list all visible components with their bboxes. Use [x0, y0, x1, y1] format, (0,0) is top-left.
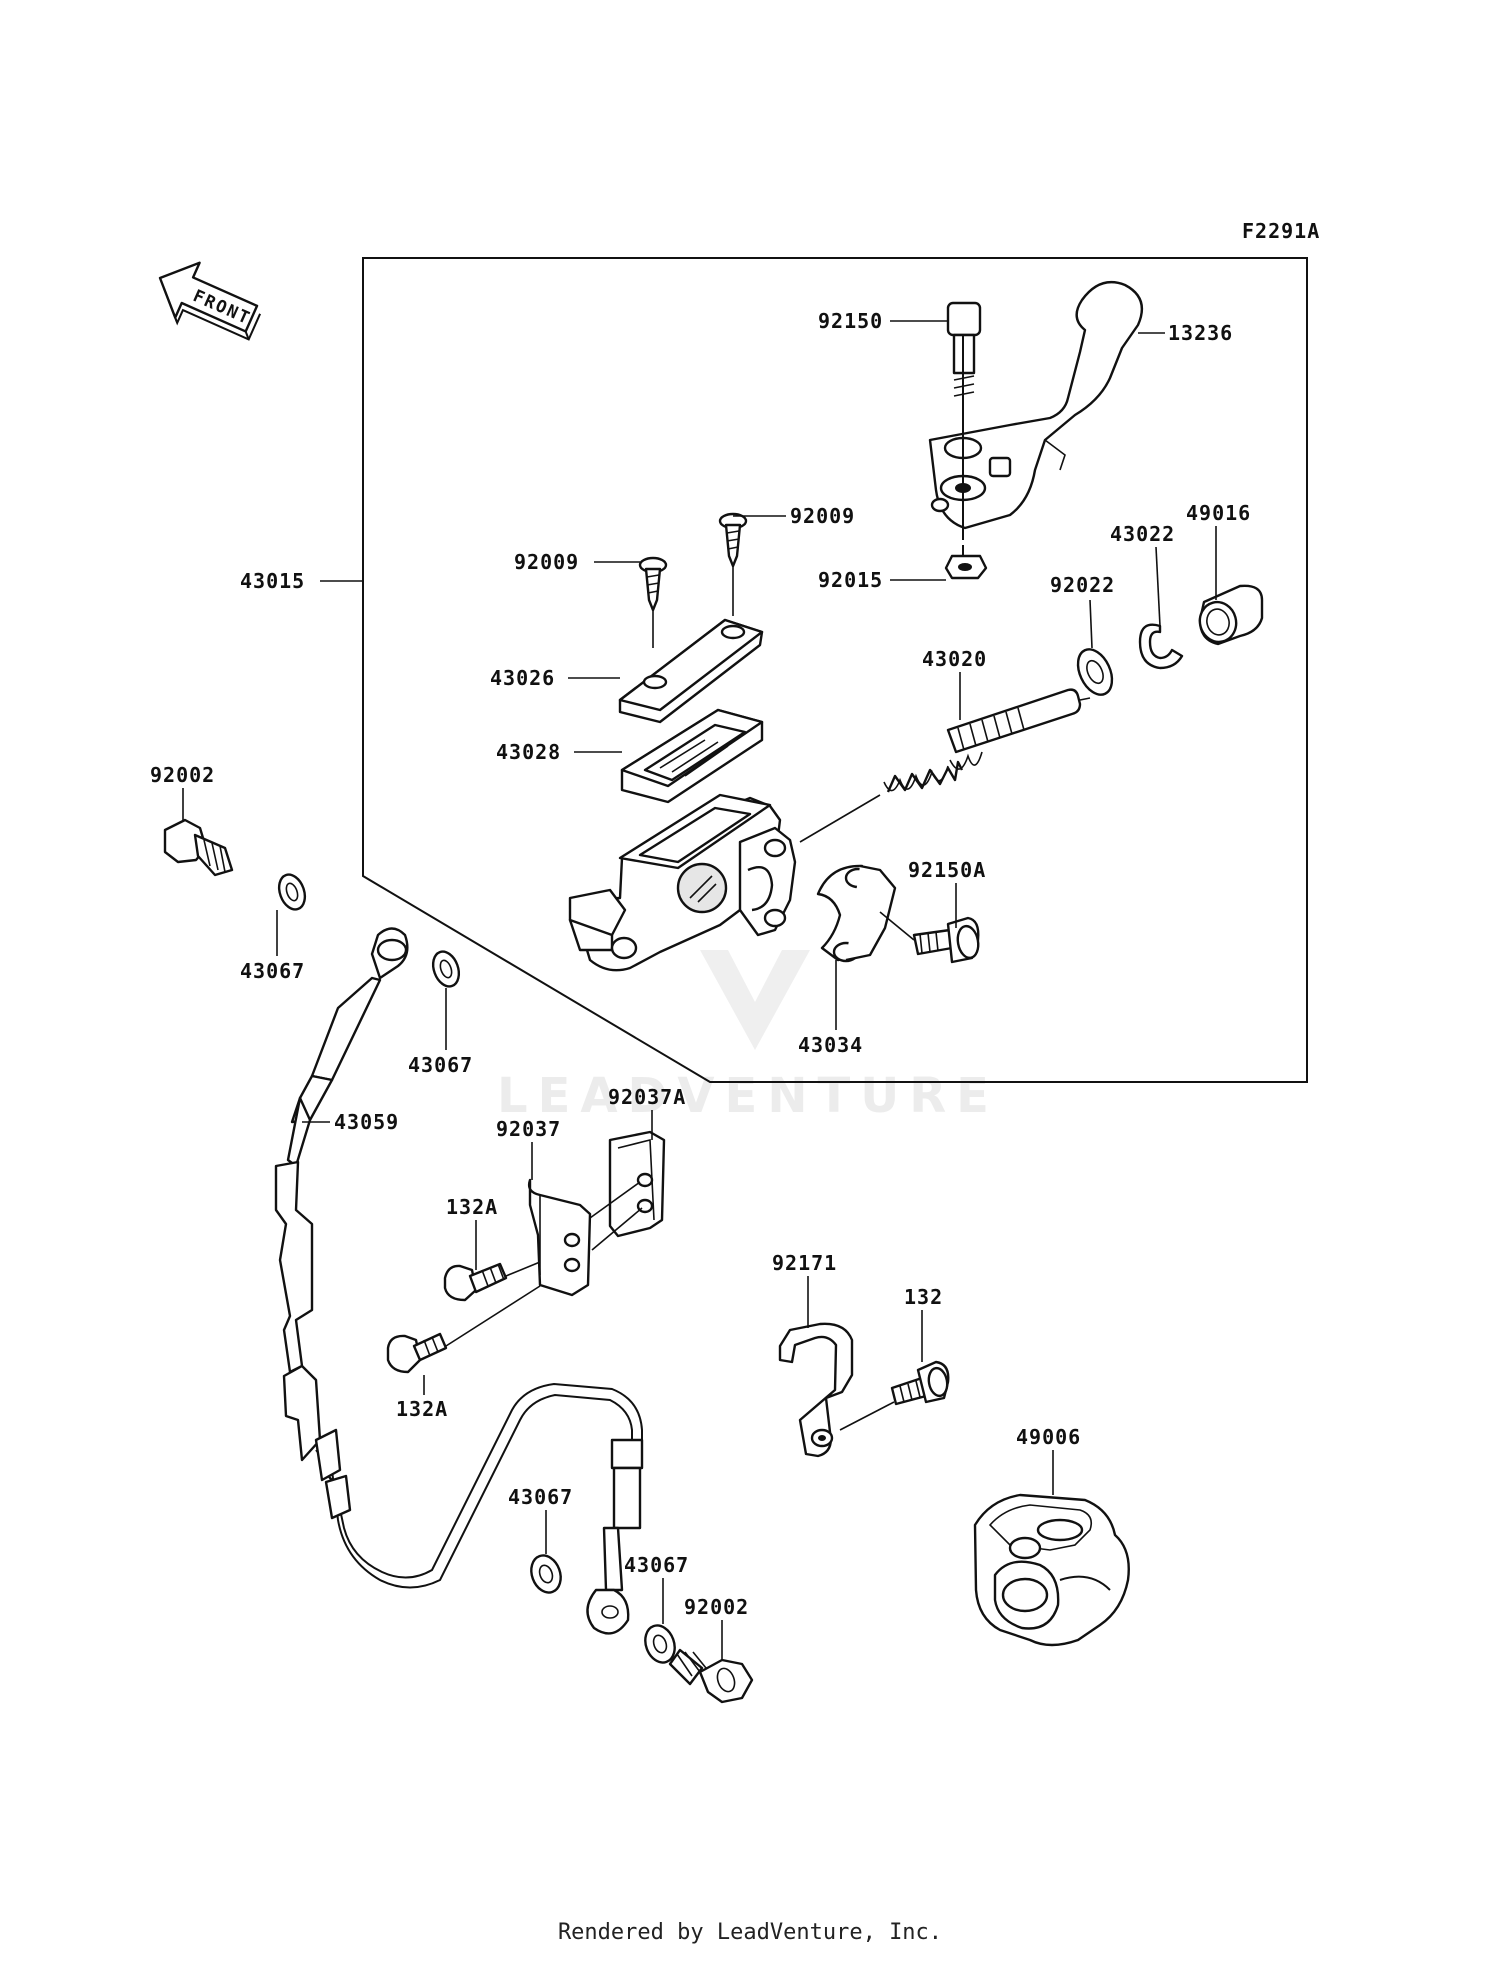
gasket-a[interactable] [275, 871, 310, 913]
banjo-bolt-upper[interactable] [163, 818, 234, 877]
callout-labels: 92150 13236 92009 92009 92015 49016 4302… [150, 309, 1251, 1619]
callout-92150A: 92150A [908, 858, 986, 882]
assembly-boundary [362, 257, 1308, 1083]
clamp-bolt-lower[interactable] [386, 1332, 448, 1374]
lever-guard[interactable] [973, 1493, 1130, 1647]
callout-43022: 43022 [1110, 522, 1175, 546]
piston-kit[interactable] [883, 688, 1082, 793]
diagram-code: F2291A [1242, 219, 1320, 243]
callout-132A-lower: 132A [396, 1397, 448, 1421]
brake-hose[interactable] [274, 927, 644, 1635]
callout-49016: 49016 [1186, 501, 1251, 525]
master-cylinder-body[interactable] [568, 793, 797, 972]
callout-43067-b: 43067 [408, 1053, 473, 1077]
callout-92002-lower: 92002 [684, 1595, 749, 1619]
callout-92150: 92150 [818, 309, 883, 333]
callout-132A-upper: 132A [446, 1195, 498, 1219]
gasket-d[interactable] [640, 1621, 679, 1666]
cover-screw-left[interactable] [638, 556, 668, 612]
dust-boot[interactable] [1195, 584, 1264, 646]
callout-92015: 92015 [818, 568, 883, 592]
callout-92009-right: 92009 [790, 504, 855, 528]
callout-43015: 43015 [240, 569, 305, 593]
callout-92002-upper: 92002 [150, 763, 215, 787]
callout-132: 132 [904, 1285, 943, 1309]
callout-92022: 92022 [1050, 573, 1115, 597]
callout-92037: 92037 [496, 1117, 561, 1141]
leader-lines [182, 320, 1217, 1660]
circlip[interactable] [1138, 623, 1184, 670]
clamp-bolt-upper[interactable] [443, 1262, 508, 1302]
callout-92037A: 92037A [608, 1085, 686, 1109]
guide-bolt[interactable] [890, 1360, 950, 1406]
holder-clamp[interactable] [816, 864, 897, 963]
footer-credit: Rendered by LeadVenture, Inc. [557, 1920, 943, 1945]
piston-washer[interactable] [1071, 644, 1118, 700]
hose-clamp[interactable] [527, 1178, 592, 1297]
callout-43034: 43034 [798, 1033, 863, 1057]
banjo-bolt-lower[interactable] [668, 1648, 754, 1704]
callout-92009-left: 92009 [514, 550, 579, 574]
cover-screw-right[interactable] [718, 512, 748, 568]
guide-clamp[interactable] [778, 1322, 854, 1458]
gasket-c[interactable] [526, 1551, 565, 1596]
callout-13236: 13236 [1168, 321, 1233, 345]
clamp-bolt[interactable] [912, 916, 981, 964]
callout-43020: 43020 [922, 647, 987, 671]
gasket-b[interactable] [429, 948, 464, 990]
callout-43026: 43026 [490, 666, 555, 690]
callout-92171: 92171 [772, 1251, 837, 1275]
callout-43067-c: 43067 [508, 1485, 573, 1509]
front-arrow: FRONT [158, 261, 262, 341]
leadventure-watermark: LEADVENTURE [497, 950, 999, 1124]
diaphragm[interactable] [620, 708, 764, 804]
callout-43067-a: 43067 [240, 959, 305, 983]
callout-43059: 43059 [334, 1110, 399, 1134]
callout-43028: 43028 [496, 740, 561, 764]
callout-49006: 49006 [1016, 1425, 1081, 1449]
callout-43067-d: 43067 [624, 1553, 689, 1577]
reservoir-cap[interactable] [618, 618, 764, 724]
lever-nut[interactable] [944, 554, 988, 580]
watermark-text: LEADVENTURE [497, 1068, 999, 1124]
